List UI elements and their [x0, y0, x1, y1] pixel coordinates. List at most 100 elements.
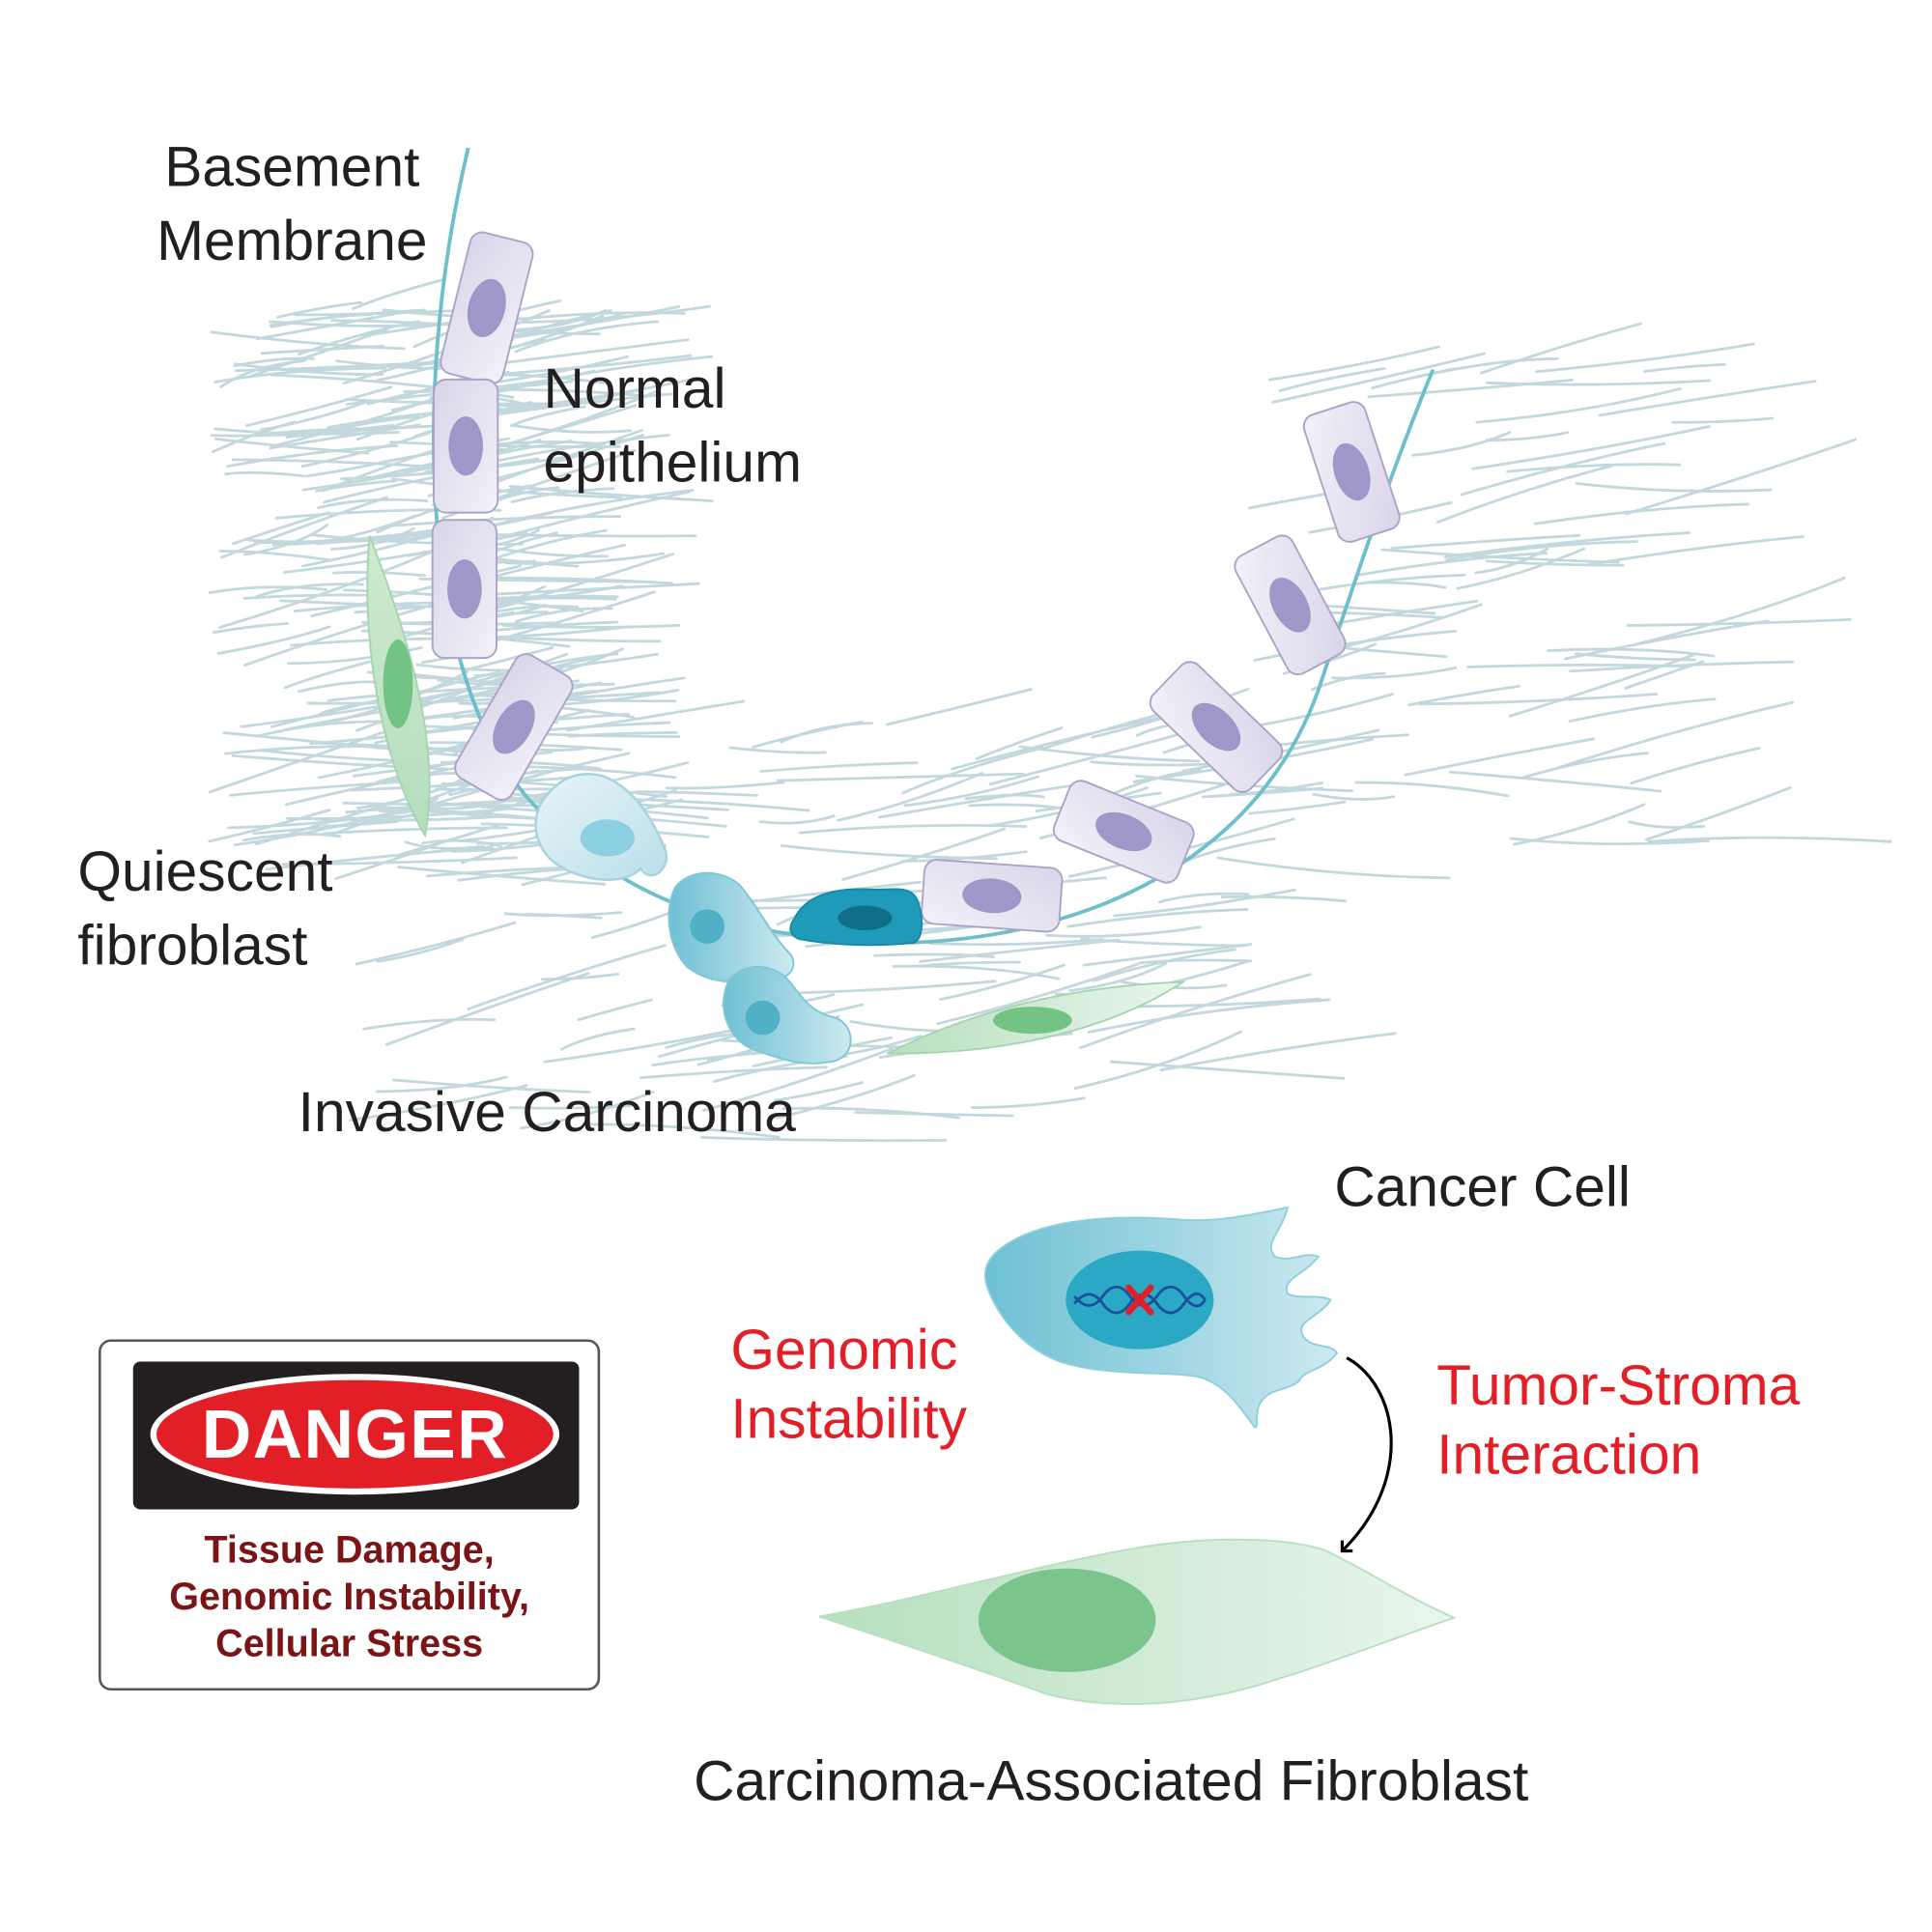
stroma-fiber: [1506, 463, 1682, 473]
transitioning-cell: [534, 773, 668, 881]
stroma-fiber: [1480, 322, 1642, 375]
fibroblast-nucleus: [383, 639, 413, 728]
stroma-fiber: [482, 532, 697, 538]
stroma-fiber: [1256, 693, 1394, 727]
stroma-fiber: [252, 820, 399, 836]
stroma-fiber: [362, 1017, 497, 1031]
label-line: Normal: [543, 355, 726, 420]
stroma-fiber: [242, 601, 440, 668]
stroma-fiber: [878, 783, 1073, 819]
stroma-fiber: [854, 1111, 1014, 1118]
epithelial-nucleus: [1332, 442, 1371, 501]
stroma-fiber: [1671, 416, 1775, 424]
stroma-fiber: [1278, 367, 1386, 392]
stroma-fiber: [1521, 752, 1649, 780]
stroma-fiber: [1411, 431, 1512, 457]
stroma-fiber: [1404, 737, 1596, 777]
stroma-fiber: [1367, 378, 1574, 399]
stroma-fiber: [841, 827, 1006, 881]
stroma-fiber: [701, 1047, 894, 1113]
stroma-fiber: [210, 330, 406, 351]
danger-caption-line: Genomic Instability,: [169, 1575, 529, 1618]
cell-nucleus: [838, 905, 893, 931]
stroma-fiber: [1078, 973, 1312, 1050]
stroma-fiber: [1508, 652, 1698, 718]
stroma-fiber: [245, 385, 393, 427]
cancer-cell: [983, 1206, 1339, 1429]
stroma-fiber: [1407, 684, 1520, 707]
stroma-fiber: [216, 625, 331, 655]
epithelial-nucleus: [1191, 702, 1241, 752]
stroma-fiber: [329, 526, 415, 551]
stroma-fiber: [634, 790, 759, 797]
stroma-fiber: [298, 320, 420, 355]
stroma-fiber: [1535, 342, 1755, 374]
stroma-fiber: [567, 730, 678, 738]
stroma-fiber: [1253, 629, 1458, 662]
stroma-fiber: [505, 552, 666, 565]
stroma-fiber: [582, 1122, 781, 1139]
stroma-fiber: [1092, 948, 1236, 982]
label-line: Genomic: [730, 1317, 958, 1381]
stroma-fiber: [1354, 781, 1510, 798]
stroma-fiber: [503, 304, 711, 325]
stroma-fiber: [540, 972, 620, 981]
stroma-fiber: [1109, 1060, 1346, 1080]
stroma-fiber: [1486, 379, 1712, 386]
epithelial-cell: [433, 378, 499, 514]
stroma-fiber: [1267, 345, 1441, 382]
epithelial-nucleus: [447, 559, 482, 619]
stroma-fiber: [213, 427, 400, 436]
invasive-cancer-cell-1: [668, 871, 795, 983]
cell-nucleus: [745, 1000, 781, 1036]
stroma-fiber: [256, 720, 387, 738]
stroma-fiber: [224, 470, 306, 478]
stroma-fiber: [939, 963, 1065, 1001]
label-basement-membrane: Basement Membrane: [138, 129, 446, 277]
stroma-fiber: [234, 360, 437, 373]
stroma-fiber: [951, 715, 1169, 771]
stroma-fiber: [481, 620, 619, 634]
stroma-fiber: [1630, 747, 1761, 785]
stroma-fiber: [560, 1027, 636, 1051]
stroma-fiber: [355, 411, 439, 441]
tumor-stroma-arrow: [1340, 1356, 1393, 1553]
stroma-fiber: [276, 300, 363, 319]
stroma-fiber: [497, 490, 692, 540]
stroma-fiber: [900, 850, 1028, 863]
stroma-fiber: [1220, 895, 1348, 903]
stroma-fiber: [1456, 547, 1586, 590]
stroma-fiber: [1418, 693, 1659, 706]
stroma-fiber: [334, 838, 452, 880]
stroma-fiber: [510, 405, 586, 427]
stroma-fiber: [1634, 576, 1846, 646]
stroma-fiber: [1159, 1032, 1397, 1072]
danger-caption-line: Cellular Stress: [215, 1621, 484, 1665]
stroma-fiber: [1068, 961, 1168, 992]
label-cancer-cell: Cancer Cell: [1334, 1154, 1631, 1219]
carcinoma-associated-fibroblast: [818, 1538, 1457, 1706]
stroma-fiber: [388, 515, 622, 527]
stroma-fiber: [213, 437, 370, 455]
stroma-fiber: [467, 944, 667, 1010]
stroma-fiber: [286, 807, 513, 820]
stroma-fiber: [220, 496, 388, 559]
stroma-fiber: [577, 998, 653, 1022]
stroma-fiber: [885, 688, 1034, 726]
stroma-fiber: [259, 400, 368, 432]
dna-damage-cross-icon: [1125, 1284, 1154, 1316]
normal-epithelium-cells: [431, 231, 1401, 933]
danger-sign-header: DANGER: [132, 1361, 580, 1510]
epithelial-cell: [921, 859, 1064, 933]
stroma-fiber: [323, 826, 508, 836]
stroma-fiber: [1466, 663, 1685, 668]
stroma-fiber: [752, 720, 864, 749]
stroma-fiber: [213, 366, 386, 384]
label-genomic-instability: Genomic Instability: [730, 1315, 967, 1453]
stroma-fiber: [1647, 836, 1892, 843]
quiescent-fibroblast-bottom: [886, 980, 1186, 1055]
epithelial-cell: [431, 519, 497, 660]
stroma-fiber: [1587, 535, 1804, 566]
stroma-fiber: [1087, 998, 1331, 1034]
epithelial-nucleus: [1269, 577, 1311, 633]
